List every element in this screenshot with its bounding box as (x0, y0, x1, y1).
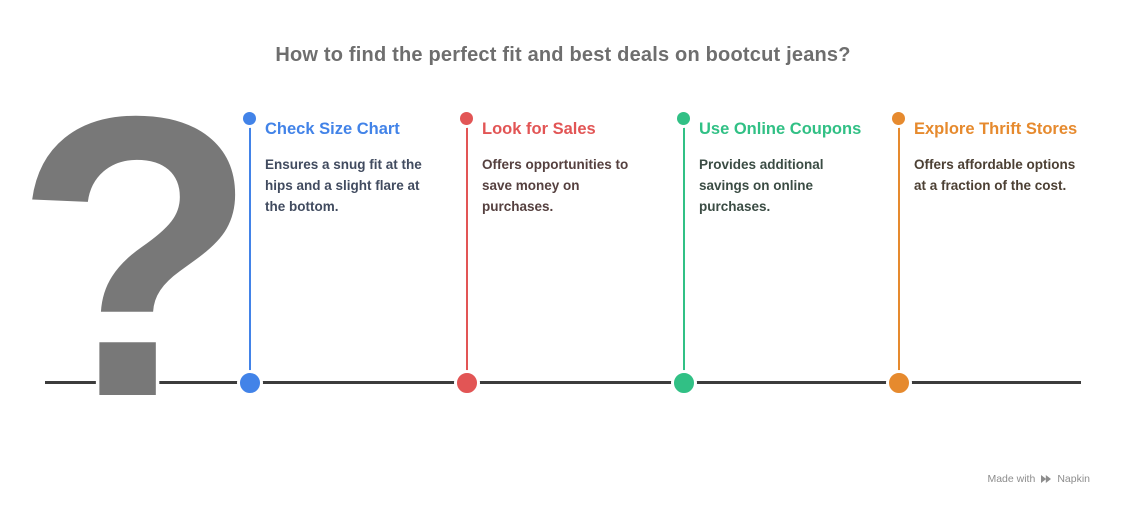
step-timeline-dot (671, 370, 697, 396)
step-heading: Look for Sales (482, 120, 596, 138)
step-description: Ensures a snug fit at the hips and a sli… (265, 157, 422, 214)
step-heading: Check Size Chart (265, 120, 400, 138)
step-connector-line (466, 119, 468, 383)
step-timeline-dot (454, 370, 480, 396)
step-timeline-dot (237, 370, 263, 396)
made-with-label: Made with (987, 473, 1036, 485)
step-top-dot (243, 112, 256, 125)
question-mark-glyph: ? (22, 55, 258, 435)
step-connector-line (249, 119, 251, 383)
napkin-logo-icon (1040, 473, 1052, 485)
step-timeline-dot (886, 370, 912, 396)
step-heading: Explore Thrift Stores (914, 120, 1078, 138)
step-top-dot (892, 112, 905, 125)
step-description: Offers opportunities to save money on pu… (482, 157, 629, 214)
step-heading: Use Online Coupons (699, 120, 862, 138)
question-mark-graphic: ? (22, 55, 258, 435)
step-connector-line (683, 119, 685, 383)
step-description: Offers affordable options at a fraction … (914, 157, 1076, 193)
napkin-brand-label: Napkin (1057, 473, 1090, 485)
step-top-dot (677, 112, 690, 125)
step-top-dot (460, 112, 473, 125)
made-with-napkin-credit[interactable]: Made with Napkin (987, 473, 1090, 485)
step-description: Provides additional savings on online pu… (699, 157, 824, 214)
page-title: How to find the perfect fit and best dea… (275, 44, 851, 66)
timeline-axis (45, 381, 1081, 384)
step-connector-line (898, 119, 900, 383)
